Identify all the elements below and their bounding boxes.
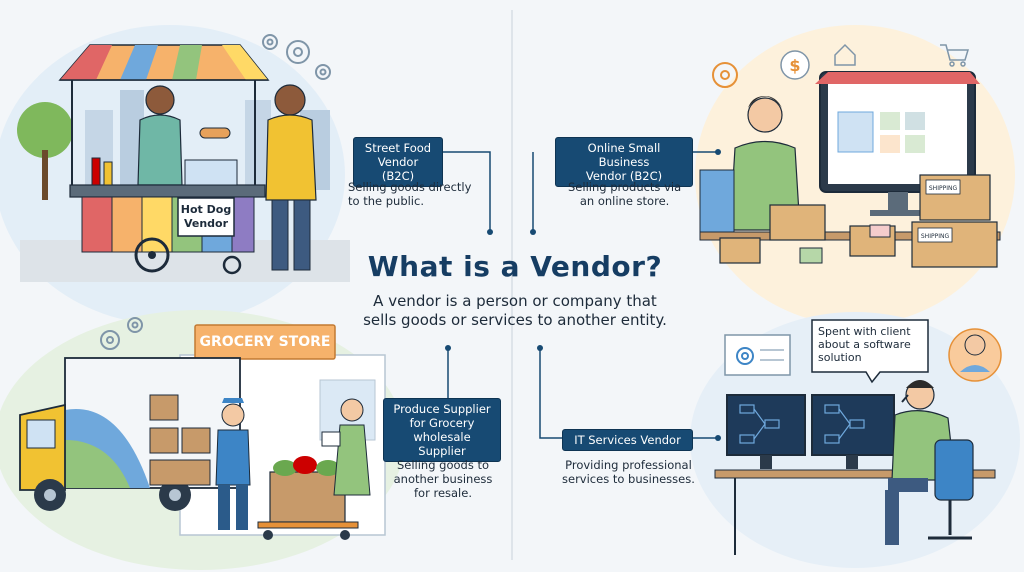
gear-icon (736, 347, 754, 365)
definition-text: A vendor is a person or company that sel… (330, 292, 700, 330)
svg-text:$: $ (789, 56, 800, 75)
label-line: wholesale Supplier (413, 430, 471, 458)
desc-line: Providing professional (565, 458, 692, 472)
gear-icon (100, 317, 143, 350)
desc-line: to the public. (348, 194, 424, 208)
desc-line: another business (393, 472, 493, 486)
produce-supplier-scene (0, 310, 405, 570)
monitor (726, 394, 806, 456)
desc-line: Selling products via (568, 180, 682, 194)
desc-line: Selling goods directly (348, 180, 472, 194)
label-online-business: Online Small Business Vendor (B2C) (555, 137, 693, 187)
box-label: SHIPPING (921, 233, 950, 240)
label-line: for Grocery (409, 416, 475, 430)
desc-street-food: Selling goods directly to the public. (348, 180, 471, 208)
produce-crate (269, 471, 346, 523)
label-it-services: IT Services Vendor (562, 429, 693, 451)
label-line: Vendor (B2C) (585, 169, 663, 183)
label-line: Produce Supplier (393, 402, 491, 416)
desc-line: for resale. (414, 486, 472, 500)
speech-bubble (811, 319, 929, 384)
label-street-food: Street Food Vendor (B2C) (353, 137, 443, 187)
speech-bubble-text: Spent with client about a software solut… (818, 325, 926, 364)
desc-line: services to businesses. (562, 472, 695, 486)
desc-it-services: Providing professional services to busin… (562, 458, 695, 486)
bubble-line: solution (818, 351, 862, 364)
bubble-line: about a software (818, 338, 911, 351)
online-business-scene: $ (695, 25, 1015, 325)
label-line: Vendor (B2C) (377, 155, 419, 183)
gear-icon (262, 34, 331, 80)
monitor (811, 394, 895, 456)
grocery-store-sign (194, 324, 336, 360)
label-line: Street Food (364, 141, 432, 155)
food-cart (69, 157, 266, 275)
bubble-line: Spent with client (818, 325, 911, 338)
desc-online-business: Selling products via an online store. (568, 180, 681, 208)
box-label: SHIPPING (929, 185, 958, 192)
cart-sign-line: Hot Dog (180, 203, 232, 216)
office-chair (934, 439, 974, 501)
cart-icon (940, 44, 970, 67)
label-line: Online Small Business (587, 141, 661, 169)
it-services-scene (690, 312, 1020, 568)
desc-line: an online store. (579, 194, 670, 208)
grocery-store-sign-text: GROCERY STORE (199, 334, 331, 350)
definition-line: sells goods or services to another entit… (363, 311, 667, 329)
definition-line: A vendor is a person or company that (373, 292, 657, 310)
striped-awning (58, 44, 270, 81)
tree (17, 102, 73, 158)
shipping-boxes: SHIPPING SHIPPING (719, 174, 998, 268)
desc-produce-supplier: Selling goods to another business for re… (388, 458, 498, 500)
house-icon (834, 43, 856, 66)
gear-icon (712, 62, 738, 88)
desc-line: Selling goods to (396, 458, 490, 472)
connector-street-food (443, 151, 491, 232)
cart-sign (177, 197, 235, 237)
delivery-truck (19, 357, 241, 511)
cart-sign-line: Vendor (183, 217, 229, 230)
connector-it (539, 348, 562, 439)
label-produce-supplier: Produce Supplier for Grocery wholesale S… (383, 398, 501, 462)
street-food-scene (0, 25, 350, 325)
dollar-icon: $ (780, 50, 810, 80)
headset-icon (901, 394, 909, 403)
cart-sign-text: Hot Dog Vendor (178, 203, 234, 231)
page-title: What is a Vendor? (367, 250, 663, 283)
